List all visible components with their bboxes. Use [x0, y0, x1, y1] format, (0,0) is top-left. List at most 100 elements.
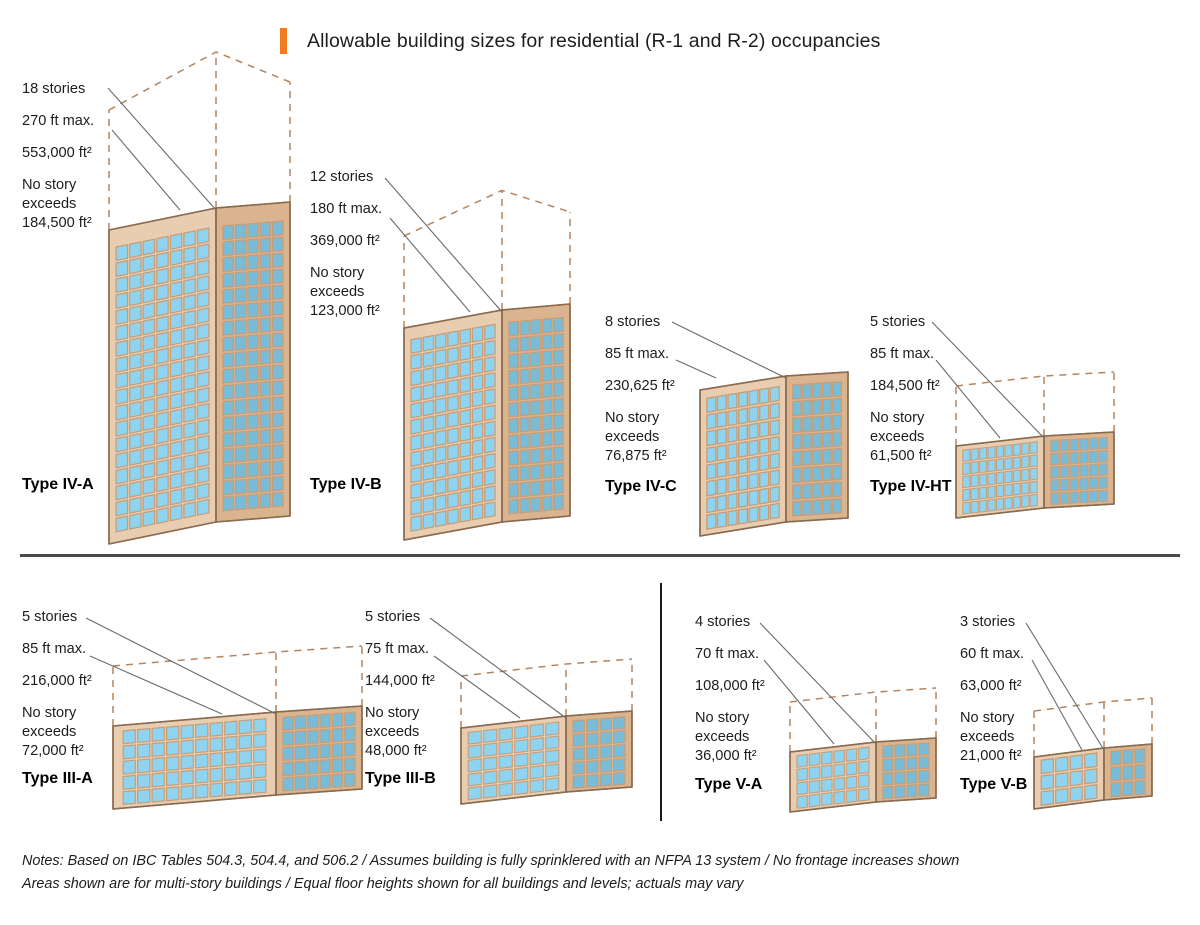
building-type-v-b [1033, 697, 1153, 810]
area-label: 63,000 ft² [960, 678, 1022, 694]
type-label-v-a: Type V-A [695, 776, 762, 794]
leader-line [931, 321, 1045, 439]
no-story-line-1: No story [22, 705, 77, 721]
no-story-line-3: 61,500 ft² [870, 448, 932, 464]
area-label: 369,000 ft² [310, 233, 380, 249]
callout-type-iii-b: 5 stories 75 ft max. 144,000 ft² No stor… [365, 608, 435, 761]
stories-label: 5 stories [22, 609, 78, 625]
height-label: 180 ft max. [310, 201, 383, 217]
stories-label: 12 stories [310, 169, 374, 185]
callout-type-iv-ht: 5 stories 85 ft max. 184,500 ft² No stor… [870, 313, 940, 466]
no-story-line-1: No story [310, 265, 365, 281]
callout-type-iv-b: 12 stories 180 ft max. 369,000 ft² No st… [310, 168, 382, 321]
height-label: 70 ft max. [695, 646, 760, 662]
accent-bar-icon [280, 28, 287, 54]
page-title: Allowable building sizes for residential… [307, 29, 881, 52]
stories-label: 3 stories [960, 614, 1016, 630]
building-type-v-a [789, 687, 937, 813]
no-story-line-2: exceeds [960, 729, 1015, 745]
leader-line [935, 359, 1001, 439]
leader-line [675, 359, 717, 379]
area-label: 144,000 ft² [365, 673, 435, 689]
callout-type-iv-a: 18 stories 270 ft max. 553,000 ft² No st… [22, 80, 94, 233]
no-story-line-3: 21,000 ft² [960, 748, 1022, 764]
callout-type-v-b: 3 stories 60 ft max. 63,000 ft² No story… [960, 613, 1024, 766]
height-label: 85 ft max. [870, 346, 935, 362]
height-label: 85 ft max. [605, 346, 670, 362]
no-story-line-1: No story [365, 705, 420, 721]
notes-line-2: Areas shown are for multi-story building… [22, 876, 744, 892]
callout-type-iv-c: 8 stories 85 ft max. 230,625 ft² No stor… [605, 313, 675, 466]
leader-line [1025, 622, 1105, 751]
building-type-iv-a [108, 51, 291, 545]
area-label: 553,000 ft² [22, 145, 92, 161]
leader-line [107, 87, 217, 211]
type-label-v-b: Type V-B [960, 776, 1027, 794]
type-label-iv-c: Type IV-C [605, 478, 677, 496]
type-label-iii-b: Type III-B [365, 770, 436, 788]
leader-line [763, 659, 835, 745]
no-story-line-1: No story [605, 410, 660, 426]
building-type-iii-b [460, 658, 633, 805]
stories-label: 8 stories [605, 314, 661, 330]
leader-line [671, 321, 787, 379]
no-story-line-2: exceeds [695, 729, 750, 745]
stories-label: 5 stories [365, 609, 421, 625]
building-type-iv-c [699, 371, 849, 537]
building-type-iv-b [403, 189, 571, 541]
building-type-iii-a [112, 645, 363, 810]
building-type-label: Type IV-A [22, 476, 94, 493]
building-type-label: Type IV-C [605, 478, 677, 495]
no-story-line-2: exceeds [22, 196, 77, 212]
building-type-label: Type IV-HT [870, 478, 952, 495]
leader-line [384, 177, 503, 313]
no-story-line-3: 48,000 ft² [365, 743, 427, 759]
page-header: Allowable building sizes for residential… [280, 28, 880, 54]
height-label: 270 ft max. [22, 113, 95, 129]
building-type-label: Type III-B [365, 770, 436, 787]
no-story-line-3: 76,875 ft² [605, 448, 667, 464]
type-label-iv-a: Type IV-A [22, 476, 94, 494]
building-type-label: Type V-A [695, 776, 763, 793]
no-story-line-3: 184,500 ft² [22, 215, 92, 231]
notes-block: Notes: Based on IBC Tables 504.3, 504.4,… [22, 850, 959, 896]
building-type-label: Type V-B [960, 776, 1028, 793]
horizontal-divider [20, 554, 1180, 557]
leader-line [89, 655, 223, 715]
no-story-line-2: exceeds [22, 724, 77, 740]
leader-line [389, 217, 471, 313]
type-label-iii-a: Type III-A [22, 770, 93, 788]
no-story-line-1: No story [22, 177, 77, 193]
no-story-line-3: 36,000 ft² [695, 748, 757, 764]
area-label: 230,625 ft² [605, 378, 675, 394]
leader-line [759, 622, 877, 745]
no-story-line-3: 123,000 ft² [310, 303, 380, 319]
notes-line-1: Notes: Based on IBC Tables 504.3, 504.4,… [22, 853, 960, 869]
leader-line [433, 655, 521, 719]
leader-line [111, 129, 181, 211]
building-type-iv-ht [955, 371, 1115, 519]
area-label: 108,000 ft² [695, 678, 765, 694]
stories-label: 5 stories [870, 314, 926, 330]
building-type-label: Type IV-B [310, 476, 382, 493]
callout-type-v-a: 4 stories 70 ft max. 108,000 ft² No stor… [695, 613, 765, 766]
area-label: 184,500 ft² [870, 378, 940, 394]
no-story-line-3: 72,000 ft² [22, 743, 84, 759]
type-label-iv-ht: Type IV-HT [870, 478, 952, 496]
area-label: 216,000 ft² [22, 673, 92, 689]
height-label: 75 ft max. [365, 641, 430, 657]
height-label: 85 ft max. [22, 641, 87, 657]
height-label: 60 ft max. [960, 646, 1025, 662]
no-story-line-2: exceeds [365, 724, 420, 740]
callout-type-iii-a: 5 stories 85 ft max. 216,000 ft² No stor… [22, 608, 92, 761]
no-story-line-1: No story [960, 710, 1015, 726]
no-story-line-1: No story [695, 710, 750, 726]
vertical-divider [660, 583, 662, 821]
leader-line [1031, 659, 1083, 751]
stories-label: 18 stories [22, 81, 86, 97]
leader-line [429, 617, 567, 719]
no-story-line-2: exceeds [870, 429, 925, 445]
no-story-line-2: exceeds [310, 284, 365, 300]
